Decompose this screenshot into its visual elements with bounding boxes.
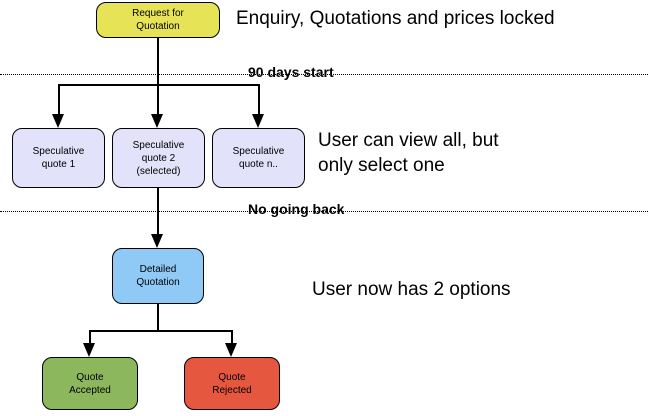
annotation-two-options: User now has 2 options bbox=[312, 279, 511, 300]
connector-outcome-bus bbox=[89, 330, 232, 332]
phase-divider-label-no-going-back: No going back bbox=[248, 201, 345, 217]
node-speculative-quote-2-selected[interactable]: Speculative quote 2 (selected) bbox=[112, 128, 205, 188]
phase-divider-label-90-days: 90 days start bbox=[248, 64, 334, 80]
node-request-for-quotation[interactable]: Request for Quotation bbox=[96, 2, 220, 38]
arrowhead-rejected bbox=[225, 343, 237, 357]
arrowhead-spec1 bbox=[52, 114, 64, 128]
connector-branch-specn bbox=[258, 84, 260, 116]
arrowhead-detailed bbox=[151, 234, 163, 248]
connector-branch-spec1 bbox=[58, 84, 60, 116]
phase-divider-no-going-back bbox=[0, 211, 648, 212]
node-detailed-quotation[interactable]: Detailed Quotation bbox=[112, 248, 204, 304]
node-quote-rejected[interactable]: Quote Rejected bbox=[184, 357, 280, 410]
phase-divider-90-days bbox=[0, 74, 648, 75]
connector-fanout-bus bbox=[58, 84, 259, 86]
arrowhead-spec2 bbox=[151, 114, 163, 128]
connector-branch-accepted bbox=[89, 330, 91, 343]
arrowhead-accepted bbox=[83, 343, 95, 357]
annotation-enquiry-locked: Enquiry, Quotations and prices locked bbox=[236, 8, 555, 29]
connector-branch-rejected bbox=[231, 330, 233, 343]
node-speculative-quote-n[interactable]: Speculative quote n.. bbox=[212, 128, 305, 188]
arrowhead-specn bbox=[252, 114, 264, 128]
node-speculative-quote-1[interactable]: Speculative quote 1 bbox=[12, 128, 105, 188]
connector-rfq-stem bbox=[157, 38, 159, 84]
connector-detailed-stem bbox=[157, 304, 159, 330]
node-quote-accepted[interactable]: Quote Accepted bbox=[42, 357, 138, 410]
connector-branch-spec2 bbox=[157, 84, 159, 116]
annotation-view-all-select-one: User can view all, but only select one bbox=[318, 130, 499, 176]
